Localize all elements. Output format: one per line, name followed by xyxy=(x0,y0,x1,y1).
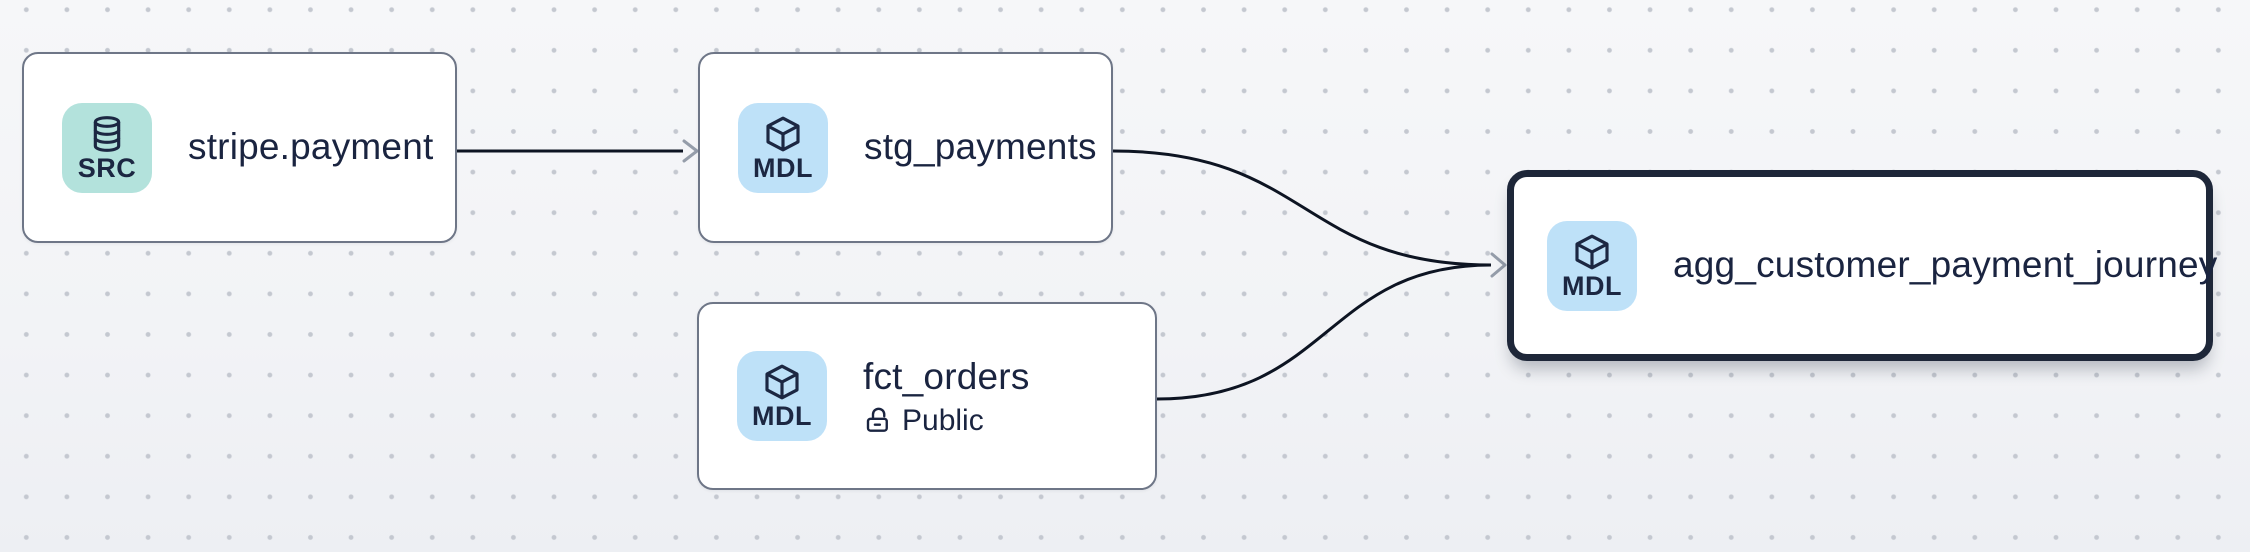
cube-icon xyxy=(766,116,800,151)
node-stg-payments[interactable]: MDL stg_payments xyxy=(698,52,1113,243)
badge-label: SRC xyxy=(77,152,137,183)
arrowhead-stg-payments xyxy=(682,139,699,163)
unlock-icon xyxy=(866,407,888,432)
model-badge: MDL xyxy=(738,102,828,193)
edge-fct-orders-to-agg xyxy=(1156,263,1492,401)
arrowhead-agg xyxy=(1490,252,1507,278)
badge-label: MDL xyxy=(1562,270,1622,301)
node-label: stripe.payment xyxy=(188,126,434,168)
badge-label: MDL xyxy=(752,401,812,431)
cube-icon xyxy=(1575,234,1609,269)
node-label: agg_customer_payment_journey xyxy=(1673,244,2218,286)
node-fct-orders[interactable]: MDL fct_orders Public xyxy=(697,302,1157,490)
model-badge: MDL xyxy=(1547,220,1637,311)
database-icon xyxy=(93,115,121,152)
access-row: Public xyxy=(863,404,1030,437)
node-label: stg_payments xyxy=(864,126,1097,168)
model-badge: MDL xyxy=(737,351,827,441)
node-label: fct_orders xyxy=(863,356,1030,398)
node-stripe-payment[interactable]: SRC stripe.payment xyxy=(22,52,457,243)
source-badge: SRC xyxy=(62,102,152,193)
cube-icon xyxy=(765,364,799,400)
edge-stg-payments-to-agg xyxy=(1112,149,1492,267)
badge-label: MDL xyxy=(753,152,813,183)
node-agg-customer-payment-journey[interactable]: MDL agg_customer_payment_journey xyxy=(1507,170,2217,361)
access-label: Public xyxy=(902,403,984,437)
